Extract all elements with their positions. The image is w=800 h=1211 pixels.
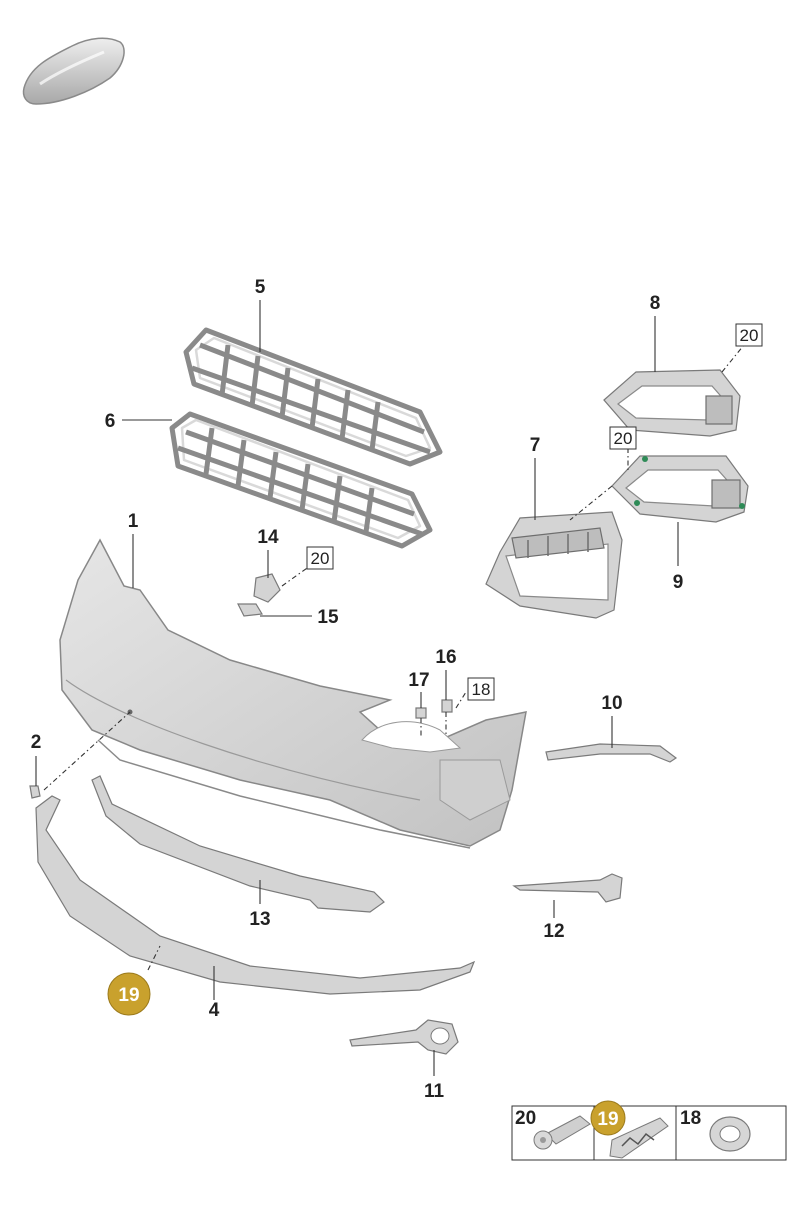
fastener-legend: 20 19 18 [511,1100,787,1161]
callout-2: 2 [31,732,42,753]
part-8-fog-light-frame[interactable] [603,369,741,437]
callout-15: 15 [317,607,339,628]
callout-9: 9 [673,572,684,593]
part-6-lower-grille[interactable] [169,411,433,549]
callout-13: 13 [249,909,270,930]
part-14-mounting-clip[interactable] [253,573,281,603]
part-5-upper-grille[interactable] [183,327,443,467]
callout-6: 6 [105,411,116,432]
legend-cell-18[interactable]: 18 [680,1108,751,1152]
callout-8: 8 [650,293,661,314]
callout-16: 16 [435,647,456,668]
part-1-bumper-cover[interactable] [59,538,527,849]
svg-text:18: 18 [472,680,491,699]
callout-numbers: 5 6 1 7 8 9 10 11 12 13 4 14 15 16 17 2 [31,277,684,1102]
callout-11: 11 [424,1081,445,1102]
boxed-ref-20-left[interactable]: 20 [306,546,334,570]
part-10-trim-strip[interactable] [545,743,678,763]
clip-icon [609,1117,669,1159]
legend-cell-19[interactable]: 19 [590,1100,669,1159]
callout-5: 5 [255,277,266,298]
highlight-callout-19[interactable]: 19 [107,972,151,1016]
callout-4: 4 [209,1000,220,1021]
part-13-trim-strip[interactable] [91,775,385,913]
svg-text:20: 20 [740,326,759,345]
part-17-clip[interactable] [415,707,427,719]
callout-7: 7 [530,435,541,456]
svg-text:20: 20 [311,549,330,568]
boxed-ref-20-top[interactable]: 20 [735,323,763,347]
callout-14: 14 [257,527,279,548]
part-11-bracket[interactable] [349,1019,459,1055]
callout-12: 12 [543,921,564,942]
part-12-bracket[interactable] [512,873,623,903]
legend-cell-20[interactable]: 20 [515,1108,591,1150]
part-15-bracket[interactable] [237,603,263,617]
svg-text:18: 18 [680,1108,701,1129]
bolt-icon [533,1115,591,1150]
part-7-bracket[interactable] [485,511,623,619]
svg-text:19: 19 [597,1109,618,1130]
svg-text:19: 19 [118,985,139,1006]
grommet-icon [709,1116,751,1152]
part-9-fog-light-frame[interactable] [611,455,749,523]
callout-1: 1 [128,511,139,532]
part-2-cover-cap[interactable] [29,785,41,799]
boxed-ref-20-middle[interactable]: 20 [609,426,637,450]
car-silhouette-icon[interactable] [22,37,125,105]
callout-10: 10 [601,693,622,714]
part-16-clip[interactable] [441,699,453,713]
svg-text:20: 20 [515,1108,536,1129]
leader-lines [35,300,679,1076]
part-4-spoiler-lip[interactable] [35,795,476,995]
assembly-lines [43,339,749,971]
svg-text:20: 20 [614,429,633,448]
callout-17: 17 [408,670,429,691]
boxed-ref-18[interactable]: 18 [467,677,495,701]
